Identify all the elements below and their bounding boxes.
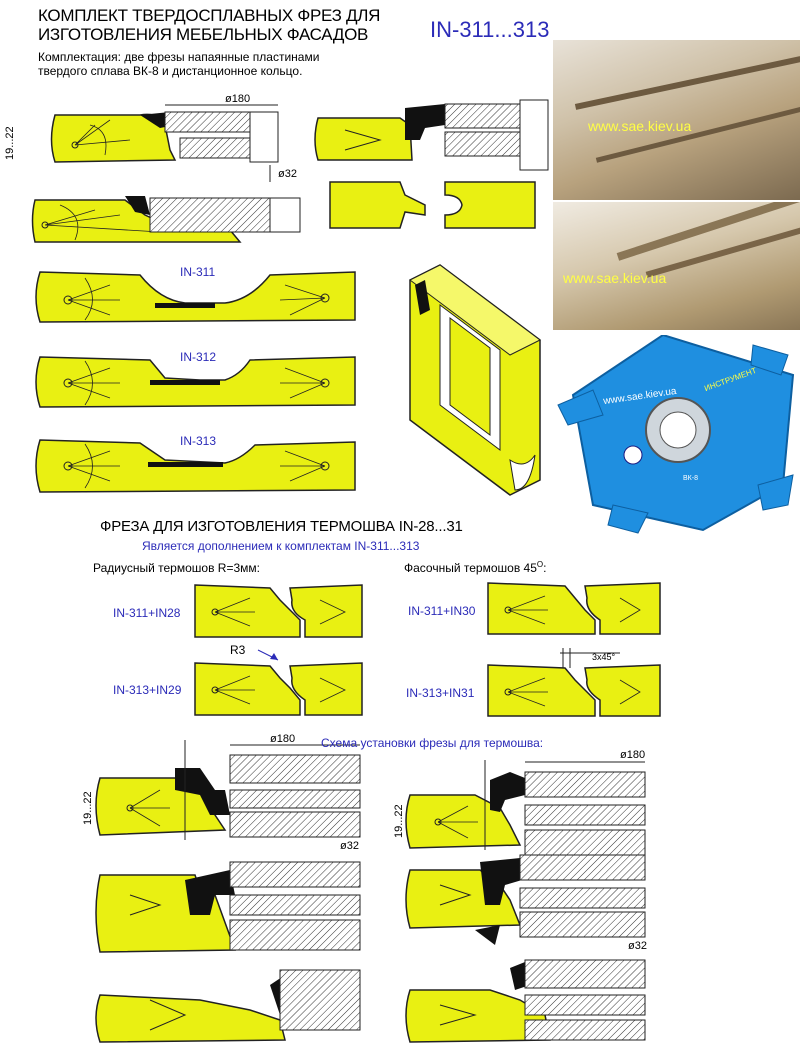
install-right-2 <box>405 854 646 945</box>
combo-in313-in29: IN-313+IN29 <box>113 683 182 697</box>
profile-in-313 <box>35 439 356 493</box>
label-in-313: IN-313 <box>180 434 217 448</box>
tenon-groove-profile <box>329 181 536 229</box>
mid-assembly <box>31 196 301 243</box>
radius-seam-caption: Радиусный термошов R=3мм: <box>93 561 260 575</box>
chamfer-degree: O <box>536 560 544 569</box>
dim-180-left: ø180 <box>270 733 296 745</box>
top-assembly-1 <box>50 104 279 182</box>
install-right-1 <box>405 760 646 856</box>
dim-180-right: ø180 <box>620 749 646 761</box>
dim-height-top: 19...22 <box>4 126 16 160</box>
title-line-1: КОМПЛЕКТ ТВЕРДОСПЛАВНЫХ ФРЕЗ ДЛЯ <box>38 6 381 25</box>
dim-32-right: ø32 <box>628 940 647 952</box>
wood-photo-2: www.sae.kiev.ua <box>553 202 800 330</box>
install-scheme-caption: Схема установки фрезы для термошва: <box>321 736 544 750</box>
cutter-mark: ВК-8 <box>683 475 698 482</box>
r3-label: R3 <box>230 643 246 657</box>
kit-note-line-2: твердого сплава ВК-8 и дистанционное кол… <box>38 64 303 78</box>
combo-in313-in31: IN-313+IN31 <box>406 686 475 700</box>
combo-in311-in30: IN-311+IN30 <box>408 604 476 618</box>
seam-in-313-in31 <box>487 648 661 717</box>
section2-subtitle: Является дополнением к комплектам IN-311… <box>142 539 420 553</box>
chamfer-seam-text: Фасочный термошов 45 <box>404 561 537 575</box>
profile-in-311 <box>35 271 356 323</box>
chamfer-dim: 3x45° <box>592 652 616 662</box>
install-right-3 <box>405 959 646 1043</box>
watermark-2: www.sae.kiev.ua <box>563 270 667 286</box>
label-in-312: IN-312 <box>180 350 217 364</box>
label-in-311: IN-311 <box>180 265 216 279</box>
seam-in-311-in28 <box>194 584 363 638</box>
frame-3d-view <box>409 264 541 496</box>
kit-note-line-1: Комплектация: две фрезы напаянные пласти… <box>38 50 320 64</box>
title-line-2: ИЗГОТОВЛЕНИЯ МЕБЕЛЬНЫХ ФАСАДОВ <box>38 25 369 44</box>
chamfer-colon: : <box>543 561 547 575</box>
dim-32-top: ø32 <box>278 168 297 180</box>
install-left-1 <box>95 740 361 840</box>
dim-180-top: ø180 <box>225 93 251 105</box>
section2-title: ФРЕЗА ДЛЯ ИЗГОТОВЛЕНИЯ ТЕРМОШВА IN-28...… <box>100 518 463 535</box>
cutter-graphic <box>557 335 795 534</box>
chamfer-seam-caption: Фасочный термошов 45O: <box>404 560 546 575</box>
dim-height-right: 19...22 <box>393 804 405 838</box>
cutter-photo: www.sae.kiev.ua ИНСТРУМЕНТ ВК-8 <box>553 335 800 535</box>
watermark-1: www.sae.kiev.ua <box>588 118 692 134</box>
dim-32-left: ø32 <box>340 840 359 852</box>
install-left-3 <box>95 969 361 1043</box>
profile-in-312 <box>35 356 356 408</box>
wood-photo-1: www.sae.kiev.ua <box>553 40 800 200</box>
seam-in-313-in29 <box>194 649 363 716</box>
top-assembly-2 <box>314 99 549 171</box>
dim-height-left: 19...22 <box>82 791 94 825</box>
install-left-2 <box>95 861 361 953</box>
product-code: IN-311...313 <box>430 17 550 42</box>
combo-in311-in28: IN-311+IN28 <box>113 606 181 620</box>
seam-in-311-in30 <box>487 582 661 635</box>
